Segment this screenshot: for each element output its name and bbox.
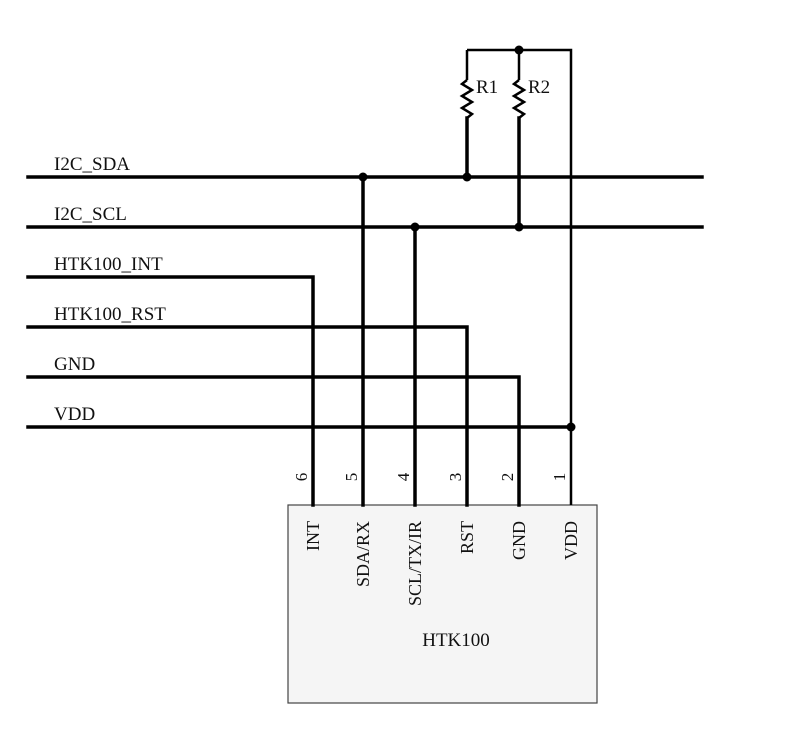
- junction-dot: [566, 422, 576, 432]
- junction-dot: [462, 172, 472, 182]
- pin-name-gnd: GND: [509, 521, 529, 560]
- pin-name-int: INT: [303, 521, 323, 551]
- junction-dot: [358, 172, 368, 182]
- junction-dot: [514, 45, 524, 55]
- pin-name-sda-rx: SDA/RX: [353, 521, 373, 587]
- junction-dot: [410, 222, 420, 232]
- pin-name-scl-tx-ir: SCL/TX/IR: [405, 521, 425, 606]
- r1-resistor-icon: [459, 79, 475, 119]
- vdd-pullup-rail: [467, 48, 573, 505]
- pin-number: 4: [394, 472, 413, 481]
- r1-label: R1: [476, 77, 498, 98]
- net-wire-htk100-rst: [26, 325, 469, 507]
- htk100-body: [287, 504, 598, 704]
- net-label-i2c-sda: I2C_SDA: [54, 154, 130, 175]
- net-label-i2c-scl: I2C_SCL: [54, 204, 127, 225]
- pin-number: 6: [292, 473, 311, 482]
- pin-name-rst: RST: [457, 521, 477, 554]
- junction-dot: [514, 222, 524, 232]
- net-label-htk100-int: HTK100_INT: [54, 254, 163, 275]
- pin-number: 2: [498, 473, 517, 482]
- net-label-htk100-rst: HTK100_RST: [54, 304, 166, 325]
- pin-name-vdd: VDD: [561, 521, 581, 560]
- net-wire-gnd: [26, 375, 521, 507]
- r2-resistor-icon: [511, 79, 527, 119]
- net-label-vdd: VDD: [54, 404, 95, 425]
- r2-label: R2: [528, 77, 550, 98]
- pin-number: 5: [342, 473, 361, 482]
- net-label-gnd: GND: [54, 354, 95, 375]
- pin-number: 1: [550, 473, 569, 482]
- net-wire-htk100-int: [26, 275, 315, 507]
- pin-number: 3: [446, 473, 465, 482]
- component-name: HTK100: [422, 630, 490, 651]
